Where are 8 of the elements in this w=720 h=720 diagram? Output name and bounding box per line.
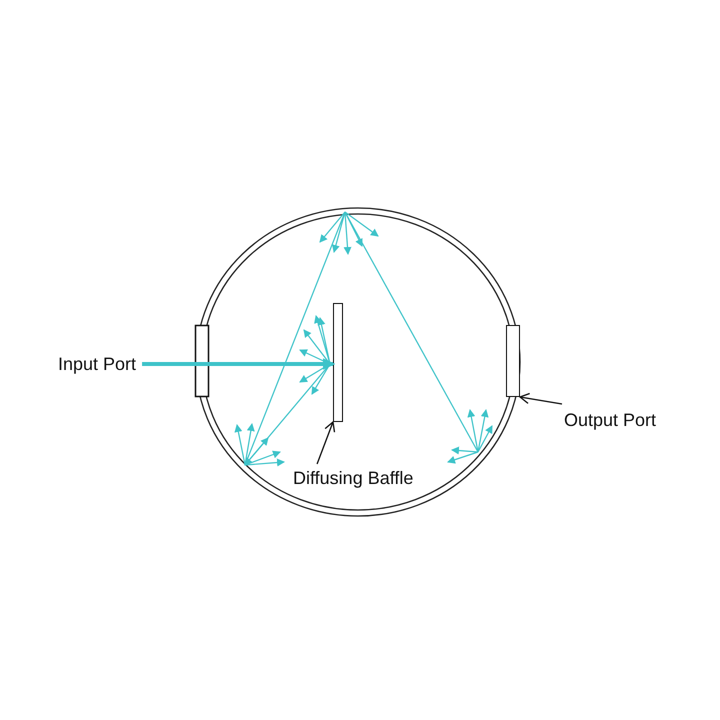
port-label: Input Port: [58, 354, 136, 374]
light-beam-arrow: [142, 358, 335, 370]
leader-arrow: [316, 421, 336, 464]
leader-arrow: [519, 392, 562, 405]
diffusing-baffle: [333, 303, 343, 422]
port-label: Output Port: [564, 410, 656, 430]
baffle-label: Diffusing Baffle: [293, 468, 414, 488]
output-port-rect: [506, 325, 520, 397]
